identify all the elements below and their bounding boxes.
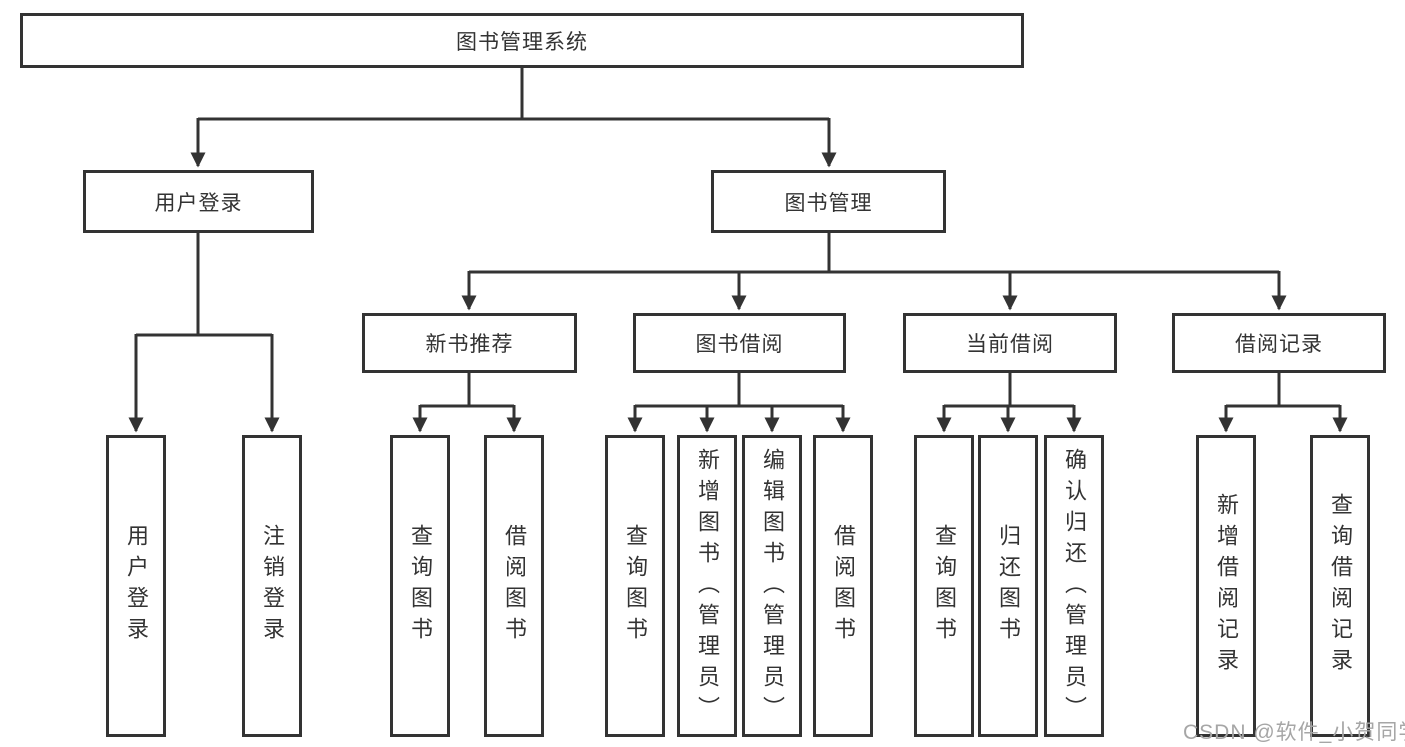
leaf-borrow-books-2: 借阅图书 (813, 435, 873, 737)
node-book-borrowing: 图书借阅 (633, 313, 846, 373)
leaf-edit-book-admin: 编辑图书（管理员） (742, 435, 802, 737)
leaf-query-books-3: 查询图书 (914, 435, 974, 737)
leaf-add-borrow-record: 新增借阅记录 (1196, 435, 1256, 737)
leaf-query-borrow-record: 查询借阅记录 (1310, 435, 1370, 737)
node-library-management-system: 图书管理系统 (20, 13, 1024, 68)
leaf-query-books-2: 查询图书 (605, 435, 665, 737)
leaf-borrow-books-1: 借阅图书 (484, 435, 544, 737)
leaf-user-login: 用户登录 (106, 435, 166, 737)
node-current-borrowing: 当前借阅 (903, 313, 1117, 373)
leaf-return-book: 归还图书 (978, 435, 1038, 737)
leaf-query-books-1: 查询图书 (390, 435, 450, 737)
node-new-book-recommendation: 新书推荐 (362, 313, 577, 373)
leaf-logout: 注销登录 (242, 435, 302, 737)
leaf-add-book-admin: 新增图书（管理员） (677, 435, 737, 737)
node-user-login-branch: 用户登录 (83, 170, 314, 233)
node-book-management-branch: 图书管理 (711, 170, 946, 233)
csdn-watermark: CSDN @软件_小贺同学 (1183, 721, 1405, 744)
leaf-confirm-return-admin: 确认归还（管理员） (1044, 435, 1104, 737)
node-borrowing-records: 借阅记录 (1172, 313, 1386, 373)
